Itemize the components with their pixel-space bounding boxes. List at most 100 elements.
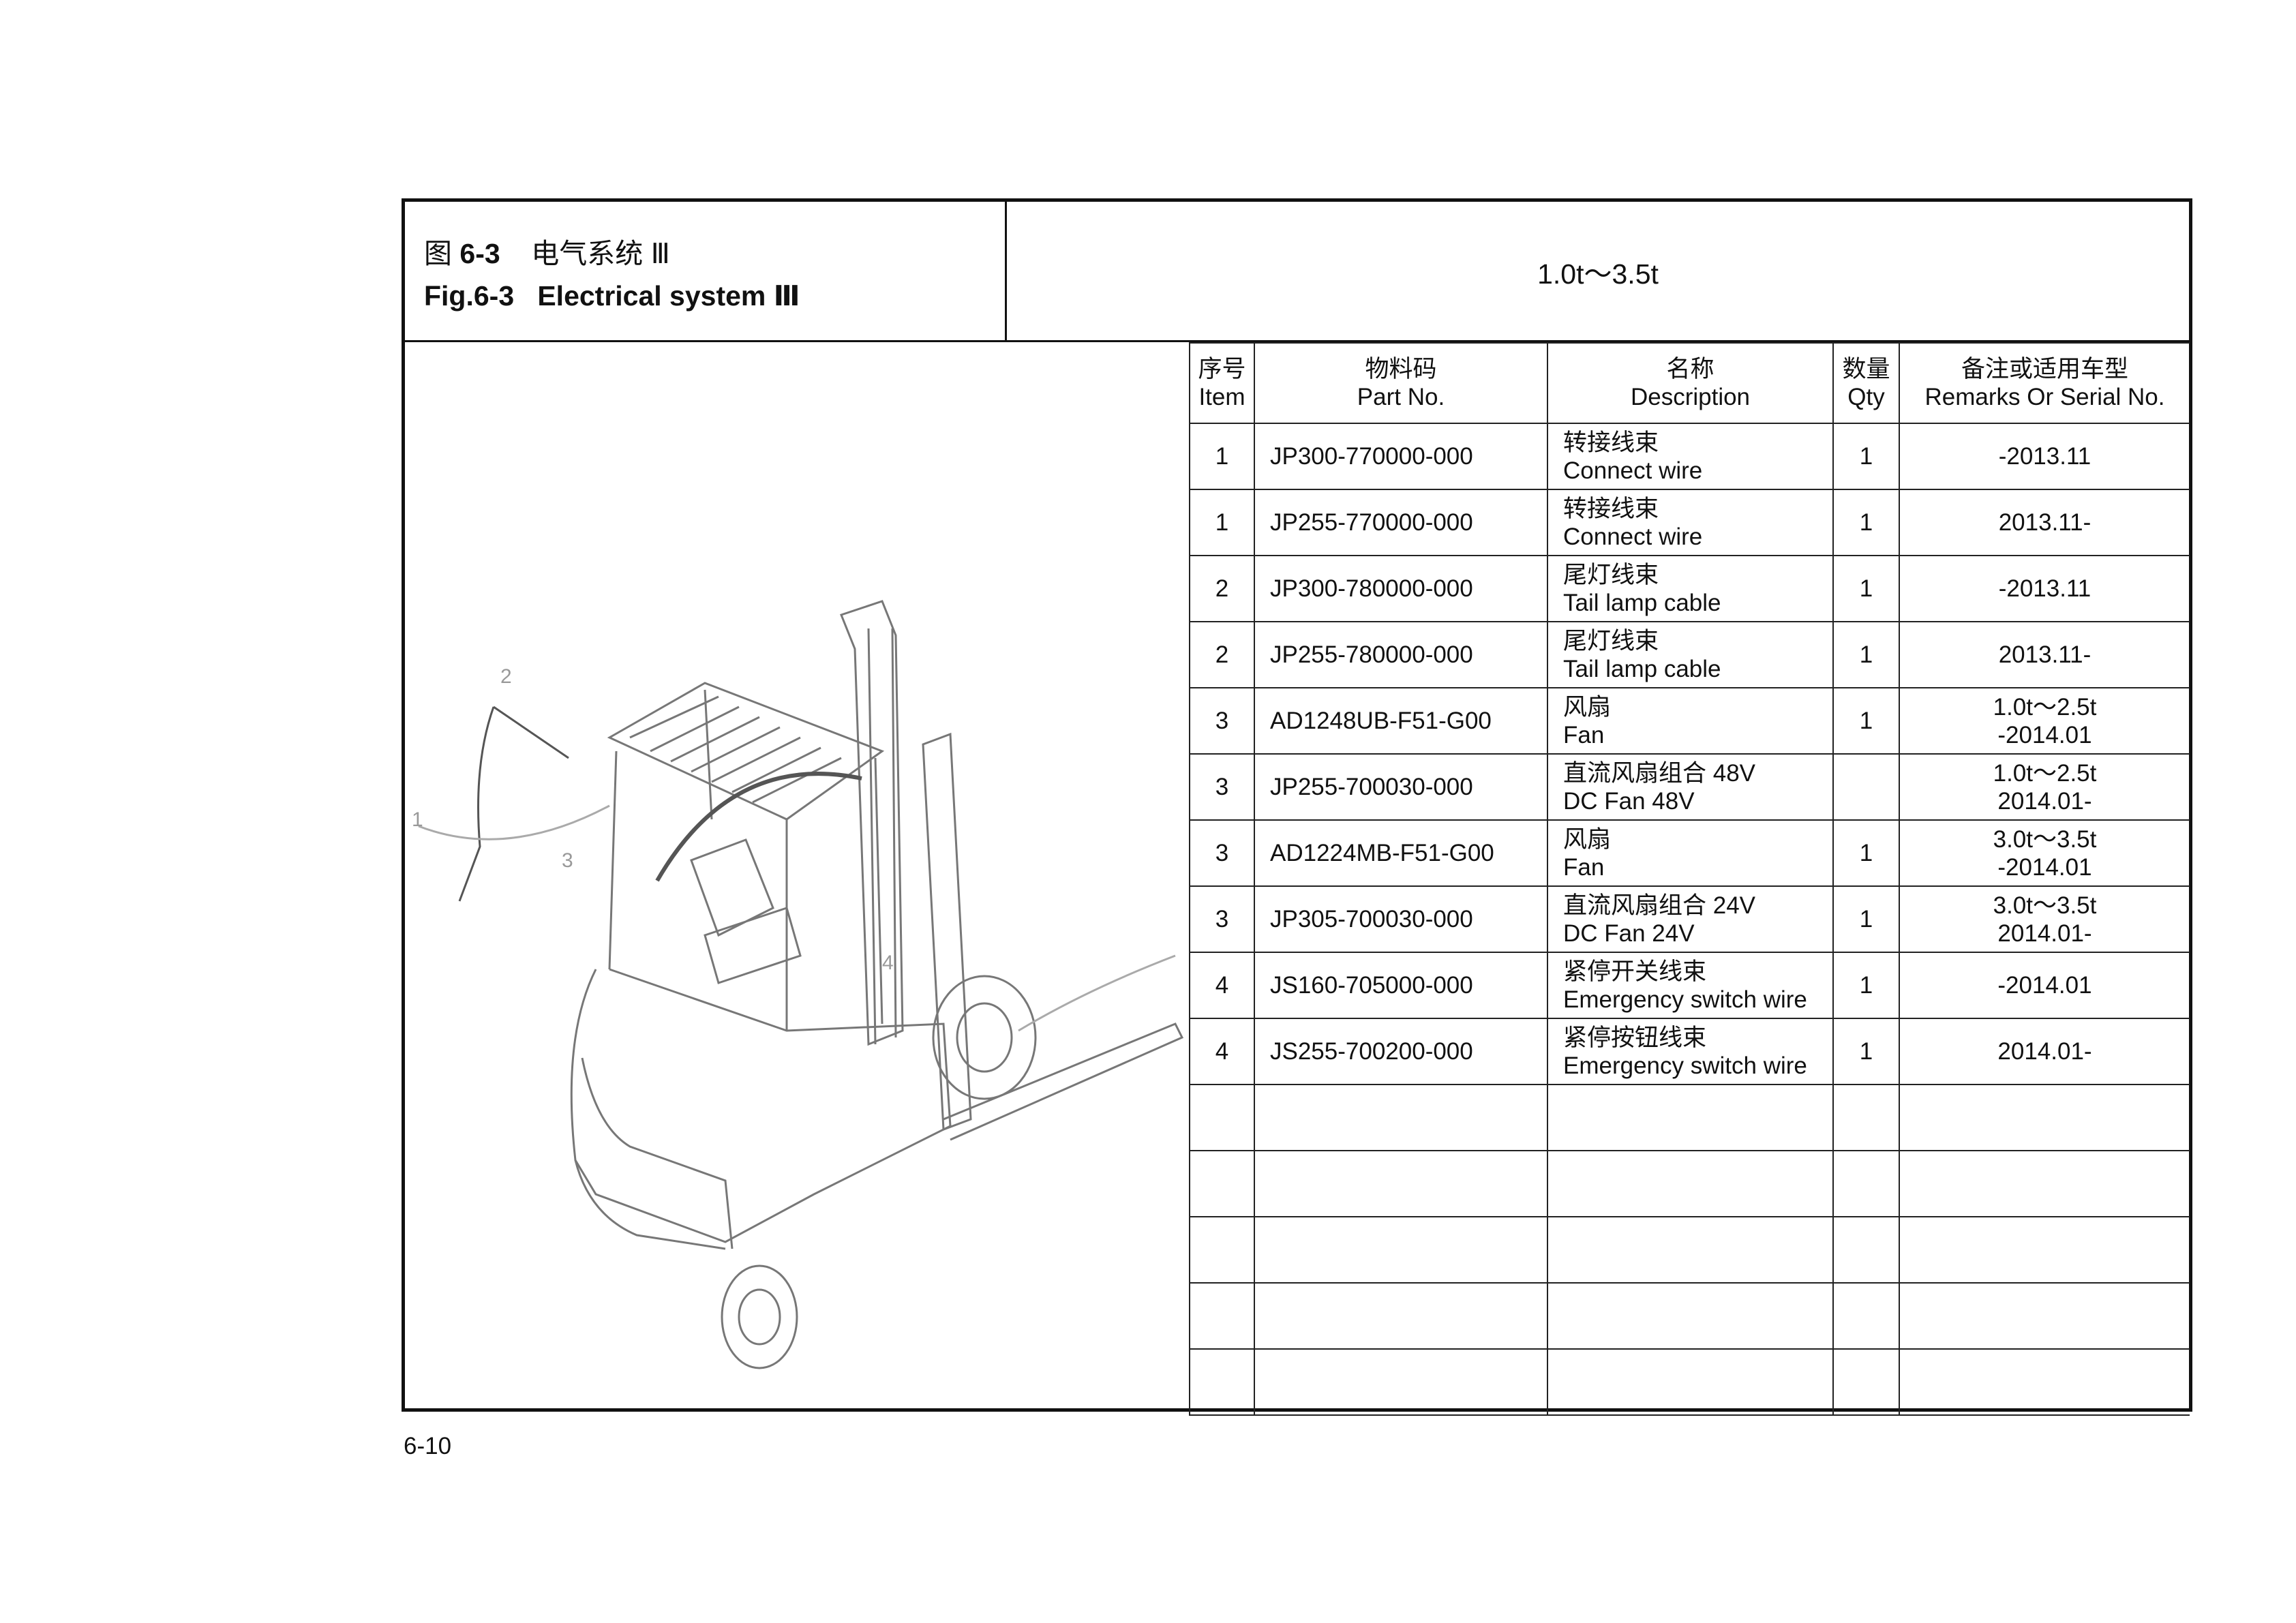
item-number: 4 bbox=[1189, 952, 1255, 1019]
description-en: Connect wire bbox=[1563, 457, 1703, 484]
item-number: 2 bbox=[1189, 621, 1255, 688]
fig-prefix: 图 bbox=[424, 238, 452, 269]
item-number: 3 bbox=[1189, 687, 1255, 755]
description-en: Tail lamp cable bbox=[1563, 655, 1721, 682]
model-range: 1.0t～3.5t bbox=[1007, 202, 2189, 342]
item-number: 3 bbox=[1189, 753, 1255, 821]
description-en: Emergency switch wire bbox=[1563, 986, 1807, 1013]
parts-sheet: 图 6-3 电气系统 Ⅲ Fig.6-3 Electrical system Ⅲ… bbox=[402, 198, 2192, 1416]
description-cn: 风扇 bbox=[1563, 825, 1612, 853]
description-en: Emergency switch wire bbox=[1563, 1052, 1807, 1079]
part-number: AD1224MB-F51-G00 bbox=[1254, 819, 1548, 887]
description-en: DC Fan 24V bbox=[1563, 920, 1695, 947]
callout-3: 3 bbox=[562, 849, 573, 872]
description-en: Connect wire bbox=[1563, 523, 1703, 550]
remarks: 3.0t～3.5t-2014.01 bbox=[1899, 819, 2190, 887]
fig-title-cn: 电气系统 Ⅲ bbox=[531, 238, 670, 269]
description-cn: 直流风扇组合 48V bbox=[1563, 759, 1756, 787]
description-en: Fan bbox=[1563, 721, 1605, 748]
part-number: JP300-780000-000 bbox=[1254, 555, 1548, 622]
description-cn: 风扇 bbox=[1563, 693, 1612, 721]
remarks: -2013.11 bbox=[1899, 555, 2190, 622]
quantity: 1 bbox=[1832, 885, 1900, 953]
item-number: 1 bbox=[1189, 423, 1255, 490]
quantity: 1 bbox=[1832, 555, 1900, 622]
part-number: JP300-770000-000 bbox=[1254, 423, 1548, 490]
remarks: -2014.01 bbox=[1899, 952, 2190, 1019]
part-number: JS160-705000-000 bbox=[1254, 952, 1548, 1019]
remarks: 2013.11- bbox=[1899, 621, 2190, 688]
quantity: 1 bbox=[1832, 952, 1900, 1019]
item-number: 2 bbox=[1189, 555, 1255, 622]
page-number: 6-10 bbox=[404, 1433, 452, 1459]
part-number: JP255-700030-000 bbox=[1254, 753, 1548, 821]
item-number: 4 bbox=[1189, 1018, 1255, 1085]
description-en: Tail lamp cable bbox=[1563, 589, 1721, 616]
forklift-exploded-drawing: 2 1 3 4 bbox=[405, 342, 1189, 1412]
empty-row bbox=[1189, 1216, 2190, 1284]
remarks: -2013.11 bbox=[1899, 423, 2190, 490]
description-cn: 直流风扇组合 24V bbox=[1563, 892, 1756, 919]
description-cn: 转接线束 bbox=[1563, 495, 1659, 522]
quantity: 1 bbox=[1832, 489, 1900, 556]
quantity: 1 bbox=[1832, 687, 1900, 755]
quantity: 1 bbox=[1832, 1018, 1900, 1085]
item-number: 1 bbox=[1189, 489, 1255, 556]
remarks: 2013.11- bbox=[1899, 489, 2190, 556]
item-number: 3 bbox=[1189, 885, 1255, 953]
fig-number: 6-3 bbox=[459, 238, 500, 269]
item-number: 3 bbox=[1189, 819, 1255, 887]
description-cn: 转接线束 bbox=[1563, 429, 1659, 456]
description-en: DC Fan 48V bbox=[1563, 787, 1695, 815]
quantity bbox=[1832, 753, 1900, 821]
empty-row bbox=[1189, 1150, 2190, 1217]
part-number: JP255-780000-000 bbox=[1254, 621, 1548, 688]
empty-row bbox=[1189, 1282, 2190, 1350]
description-cn: 尾灯线束 bbox=[1563, 627, 1659, 654]
fig-title-en: Electrical system Ⅲ bbox=[537, 280, 800, 312]
description-cn: 紧停按钮线束 bbox=[1563, 1024, 1707, 1051]
callout-1: 1 bbox=[412, 808, 423, 831]
part-number: JS255-700200-000 bbox=[1254, 1018, 1548, 1085]
part-number: JP305-700030-000 bbox=[1254, 885, 1548, 953]
callout-2: 2 bbox=[500, 665, 512, 688]
quantity: 1 bbox=[1832, 819, 1900, 887]
description-cn: 尾灯线束 bbox=[1563, 561, 1659, 588]
part-number: AD1248UB-F51-G00 bbox=[1254, 687, 1548, 755]
quantity: 1 bbox=[1832, 423, 1900, 490]
remarks: 1.0t～2.5t-2014.01 bbox=[1899, 687, 2190, 755]
description-en: Fan bbox=[1563, 853, 1605, 881]
figure-title: 图 6-3 电气系统 Ⅲ Fig.6-3 Electrical system Ⅲ bbox=[405, 202, 1007, 342]
fig-label-en: Fig.6-3 bbox=[424, 280, 515, 312]
empty-row bbox=[1189, 1084, 2190, 1151]
empty-row bbox=[1189, 1348, 2190, 1416]
